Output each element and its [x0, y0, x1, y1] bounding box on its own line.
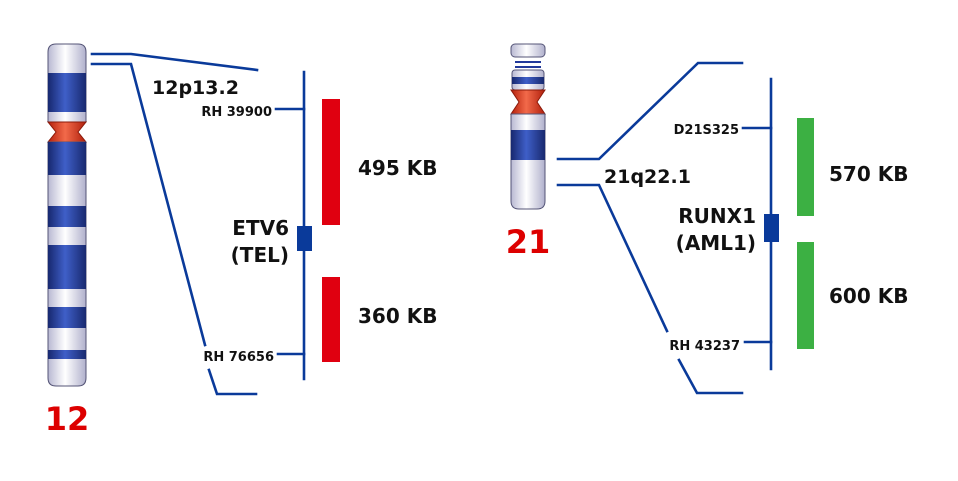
segment-size-360kb: 360 KB: [358, 304, 437, 328]
gene-box-etv6: [297, 226, 312, 251]
segment-size-600kb: 600 KB: [829, 284, 908, 308]
segment-size-495kb: 495 KB: [358, 156, 437, 180]
gene-label-etv6: ETV6: [232, 216, 289, 240]
chromosome-label-21: 21: [506, 223, 551, 261]
chromosome-12-ideogram: [46, 43, 88, 387]
gene-label-runx1: RUNX1: [678, 204, 756, 228]
gene-alias-aml1: (AML1): [676, 231, 756, 255]
gene-box-runx1: [764, 214, 779, 242]
zoom-lines-21: [556, 61, 744, 395]
marker-label-rh76656: RH 76656: [203, 350, 274, 365]
marker-label-rh43237: RH 43237: [669, 339, 740, 354]
marker-label-d21s325: D21S325: [674, 123, 739, 138]
probe-segment-red-top: [322, 99, 340, 225]
chromosome-21-ideogram: [510, 43, 546, 210]
chromosome-label-12: 12: [45, 400, 90, 438]
probe-segment-red-bottom: [322, 277, 340, 362]
segment-size-570kb: 570 KB: [829, 162, 908, 186]
gene-alias-tel: (TEL): [231, 243, 289, 267]
map-axis-left: [274, 70, 306, 381]
band-label-21q22: 21q22.1: [604, 166, 691, 188]
probe-segment-green-bottom: [797, 242, 814, 349]
marker-label-rh39900: RH 39900: [201, 105, 272, 120]
probe-segment-green-top: [797, 118, 814, 216]
band-label-12p13: 12p13.2: [152, 77, 239, 99]
zoom-lines-12: [90, 52, 259, 396]
